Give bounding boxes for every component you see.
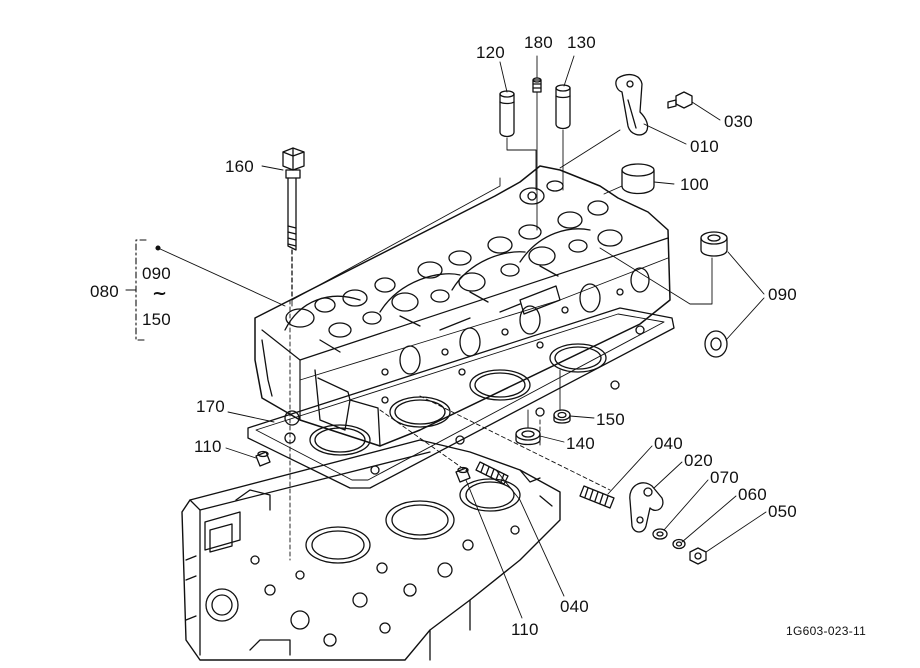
callout-010: 010 — [690, 137, 719, 156]
plug-180 — [532, 77, 542, 93]
nut-050 — [689, 547, 707, 565]
seal-090-lower — [704, 330, 728, 358]
callout-150: 150 — [596, 410, 625, 429]
seal-150-lower — [553, 409, 571, 424]
callout-110-left: 110 — [194, 437, 222, 456]
callout-030: 030 — [724, 112, 753, 131]
head-bolt-160 — [282, 147, 305, 301]
seal-090-upper — [700, 231, 728, 257]
cylinder-head — [254, 165, 671, 447]
cylinder-block — [181, 439, 561, 661]
callout-100: 100 — [680, 175, 709, 194]
lifting-hook-010 — [615, 73, 649, 136]
leader-lines — [157, 55, 767, 619]
group-bracket-080 — [125, 239, 161, 341]
stud-040-right — [579, 485, 615, 509]
callout-170: 170 — [196, 397, 225, 416]
plate-020 — [629, 482, 664, 533]
callout-160: 160 — [225, 157, 254, 176]
plug-cap-100 — [621, 163, 655, 195]
range-tilde: ~ — [152, 283, 168, 304]
callout-020: 020 — [684, 451, 713, 470]
callout-090-range-start: 090 — [142, 264, 171, 283]
valve-guide-120 — [499, 90, 515, 138]
callout-120: 120 — [476, 43, 505, 62]
callout-180: 180 — [524, 33, 553, 52]
callout-110-center: 110 — [511, 620, 539, 639]
pin-110-center — [455, 466, 471, 483]
callout-040-right: 040 — [654, 434, 683, 453]
callout-140: 140 — [566, 434, 595, 453]
callout-130: 130 — [567, 33, 596, 52]
valve-guide-130 — [555, 84, 571, 130]
callout-080: 080 — [90, 282, 119, 301]
pin-110-left — [255, 450, 271, 467]
callout-040-center: 040 — [560, 597, 589, 616]
callout-060: 060 — [738, 485, 767, 504]
callout-070: 070 — [710, 468, 739, 487]
washer-060 — [672, 538, 686, 550]
washer-070 — [652, 528, 668, 540]
stud-040-center — [475, 461, 509, 485]
callout-150-range-end: 150 — [142, 310, 171, 329]
callout-090: 090 — [768, 285, 797, 304]
bolt-030 — [667, 91, 693, 109]
seal-140 — [515, 427, 541, 446]
callout-050: 050 — [768, 502, 797, 521]
diagram-reference-code: 1G603-023-11 — [786, 624, 867, 638]
